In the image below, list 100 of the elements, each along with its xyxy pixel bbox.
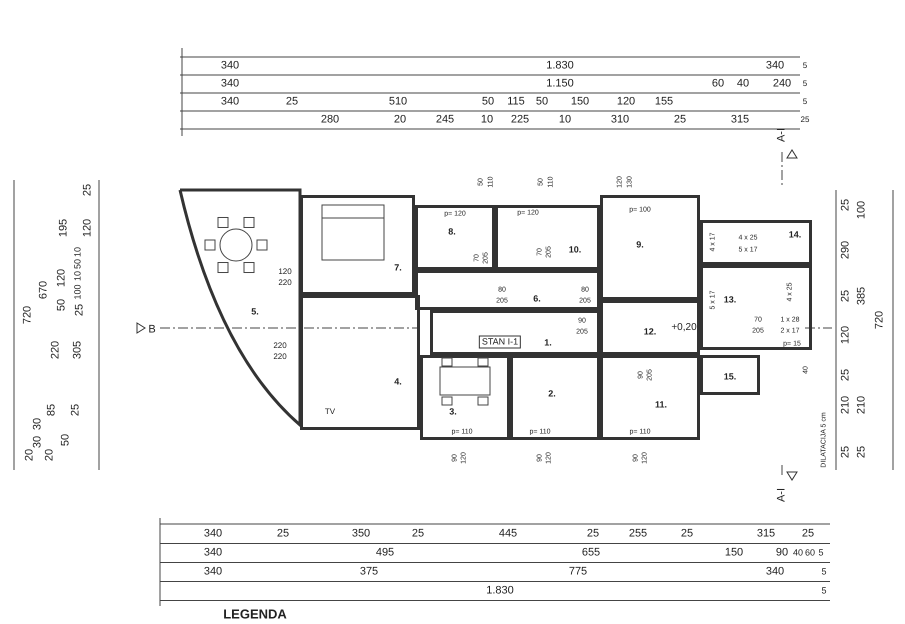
room bbox=[300, 195, 415, 295]
dimension-label: 50 bbox=[56, 298, 68, 312]
dimension-label: 240 bbox=[772, 78, 792, 90]
dimension-label: 25 bbox=[412, 528, 424, 540]
dimension-label: 310 bbox=[610, 114, 630, 126]
dimension-label: 315 bbox=[730, 114, 750, 126]
dimension-label: 30 bbox=[32, 436, 44, 448]
dimension-label: 10 bbox=[480, 114, 494, 126]
dimension-label: 20 bbox=[24, 448, 36, 462]
dimension-label: 100 bbox=[74, 284, 82, 300]
dimension-label: 120 bbox=[278, 268, 292, 276]
appliance-label: TV bbox=[324, 408, 336, 416]
dimension-label: 155 bbox=[654, 96, 674, 108]
dimension-label: 50 bbox=[60, 434, 72, 446]
dimension-label: 85 bbox=[46, 404, 58, 416]
dimension-label: 655 bbox=[582, 548, 600, 558]
dimension-label: 25 bbox=[840, 198, 852, 212]
dimension-label: 25 bbox=[74, 304, 86, 316]
room-number: 14. bbox=[788, 230, 802, 240]
dimension-label: 10 bbox=[558, 114, 572, 126]
legend-heading: LEGENDA bbox=[223, 608, 287, 620]
apartment-label: STAN I-1 bbox=[478, 336, 522, 348]
room-number: 7. bbox=[394, 264, 402, 272]
room-number: 11. bbox=[655, 400, 667, 410]
dimension-label: 120 bbox=[56, 268, 68, 288]
elevation-label: +0,20 bbox=[671, 323, 697, 333]
dimension-label: 245 bbox=[436, 114, 454, 126]
dimension-label: 10 bbox=[74, 247, 82, 257]
dimension-label: 340 bbox=[220, 78, 240, 90]
dimension-label: 5 bbox=[822, 586, 826, 596]
dimension-label: 220 bbox=[50, 340, 62, 360]
dimension-label: 25 bbox=[800, 116, 810, 124]
room bbox=[700, 355, 760, 395]
room bbox=[430, 310, 600, 355]
dimension-label: 50 bbox=[74, 259, 82, 269]
dimension-label: 25 bbox=[286, 96, 298, 108]
dimension-label: 220 bbox=[273, 342, 287, 350]
room bbox=[415, 270, 600, 310]
dimension-label: 290 bbox=[840, 240, 852, 260]
room bbox=[700, 220, 812, 265]
room-number: 5. bbox=[251, 308, 259, 316]
room-number: 1. bbox=[544, 338, 552, 348]
dimension-label: 340 bbox=[766, 566, 784, 578]
dimension-label: 50 bbox=[482, 96, 494, 108]
dimension-label: 90 bbox=[776, 548, 788, 558]
dimension-label: 720 bbox=[874, 310, 886, 330]
dimension-label: 720 bbox=[22, 306, 34, 324]
dimension-label: 150 bbox=[724, 548, 744, 558]
dimension-label: 350 bbox=[352, 528, 370, 540]
dimension-label: 280 bbox=[320, 114, 340, 126]
room-number: 2. bbox=[548, 390, 556, 398]
room-number: 4. bbox=[394, 378, 402, 386]
dimension-label: 210 bbox=[856, 396, 868, 414]
dimension-label: 115 bbox=[507, 96, 525, 108]
dimension-label: 60 bbox=[712, 78, 724, 90]
room bbox=[700, 265, 812, 350]
section-label: B bbox=[148, 324, 156, 336]
room bbox=[495, 205, 600, 270]
room-number: 3. bbox=[449, 408, 457, 416]
dimension-label: 375 bbox=[360, 566, 378, 578]
dimension-label: 10 bbox=[74, 271, 82, 281]
room-number: 10. bbox=[568, 246, 582, 254]
room bbox=[300, 295, 420, 430]
dimension-label: 120 bbox=[82, 218, 94, 238]
dimension-label: 195 bbox=[58, 218, 70, 238]
dimension-label: 50 bbox=[536, 96, 548, 108]
dimension-label: 315 bbox=[756, 528, 776, 540]
dimension-label: 340 bbox=[220, 60, 240, 72]
dimension-label: 210 bbox=[840, 396, 852, 414]
section-label: A-I bbox=[776, 128, 788, 142]
dimension-label: 25 bbox=[70, 404, 82, 416]
dimension-label: 30 bbox=[32, 418, 44, 430]
dimension-label: 340 bbox=[220, 96, 240, 108]
dimension-label: 25 bbox=[586, 528, 600, 540]
dimension-label: 220 bbox=[278, 279, 292, 287]
dimension-label: 340 bbox=[766, 60, 784, 72]
dimension-label: 220 bbox=[273, 353, 287, 361]
dimension-label: 340 bbox=[204, 528, 222, 540]
dimension-label: 25 bbox=[82, 184, 94, 196]
dimension-label: 340 bbox=[204, 566, 222, 578]
dimension-label: 5 bbox=[802, 80, 808, 88]
dimension-label: 255 bbox=[628, 528, 648, 540]
dimension-label: 5 bbox=[802, 98, 808, 106]
room-number: 6. bbox=[533, 294, 541, 304]
dimension-label: 25 bbox=[802, 528, 814, 540]
room-number: 9. bbox=[636, 240, 644, 250]
dimension-label: 120 bbox=[840, 326, 852, 344]
room bbox=[420, 355, 510, 440]
dimension-label: 25 bbox=[840, 368, 852, 382]
dimension-label: 25 bbox=[674, 114, 686, 126]
dimension-label: 20 bbox=[44, 448, 56, 462]
dimension-label: 5 bbox=[818, 548, 824, 558]
dimension-label: 25 bbox=[680, 528, 694, 540]
dimension-label: 1.830 bbox=[486, 586, 514, 596]
dimension-label: 40 bbox=[793, 548, 803, 558]
dimension-label: 25 bbox=[840, 446, 852, 458]
room-number: 13. bbox=[724, 296, 736, 304]
dimension-label: 495 bbox=[376, 548, 394, 558]
dimension-label: 40 bbox=[736, 78, 750, 90]
dimension-label: 775 bbox=[568, 566, 588, 578]
